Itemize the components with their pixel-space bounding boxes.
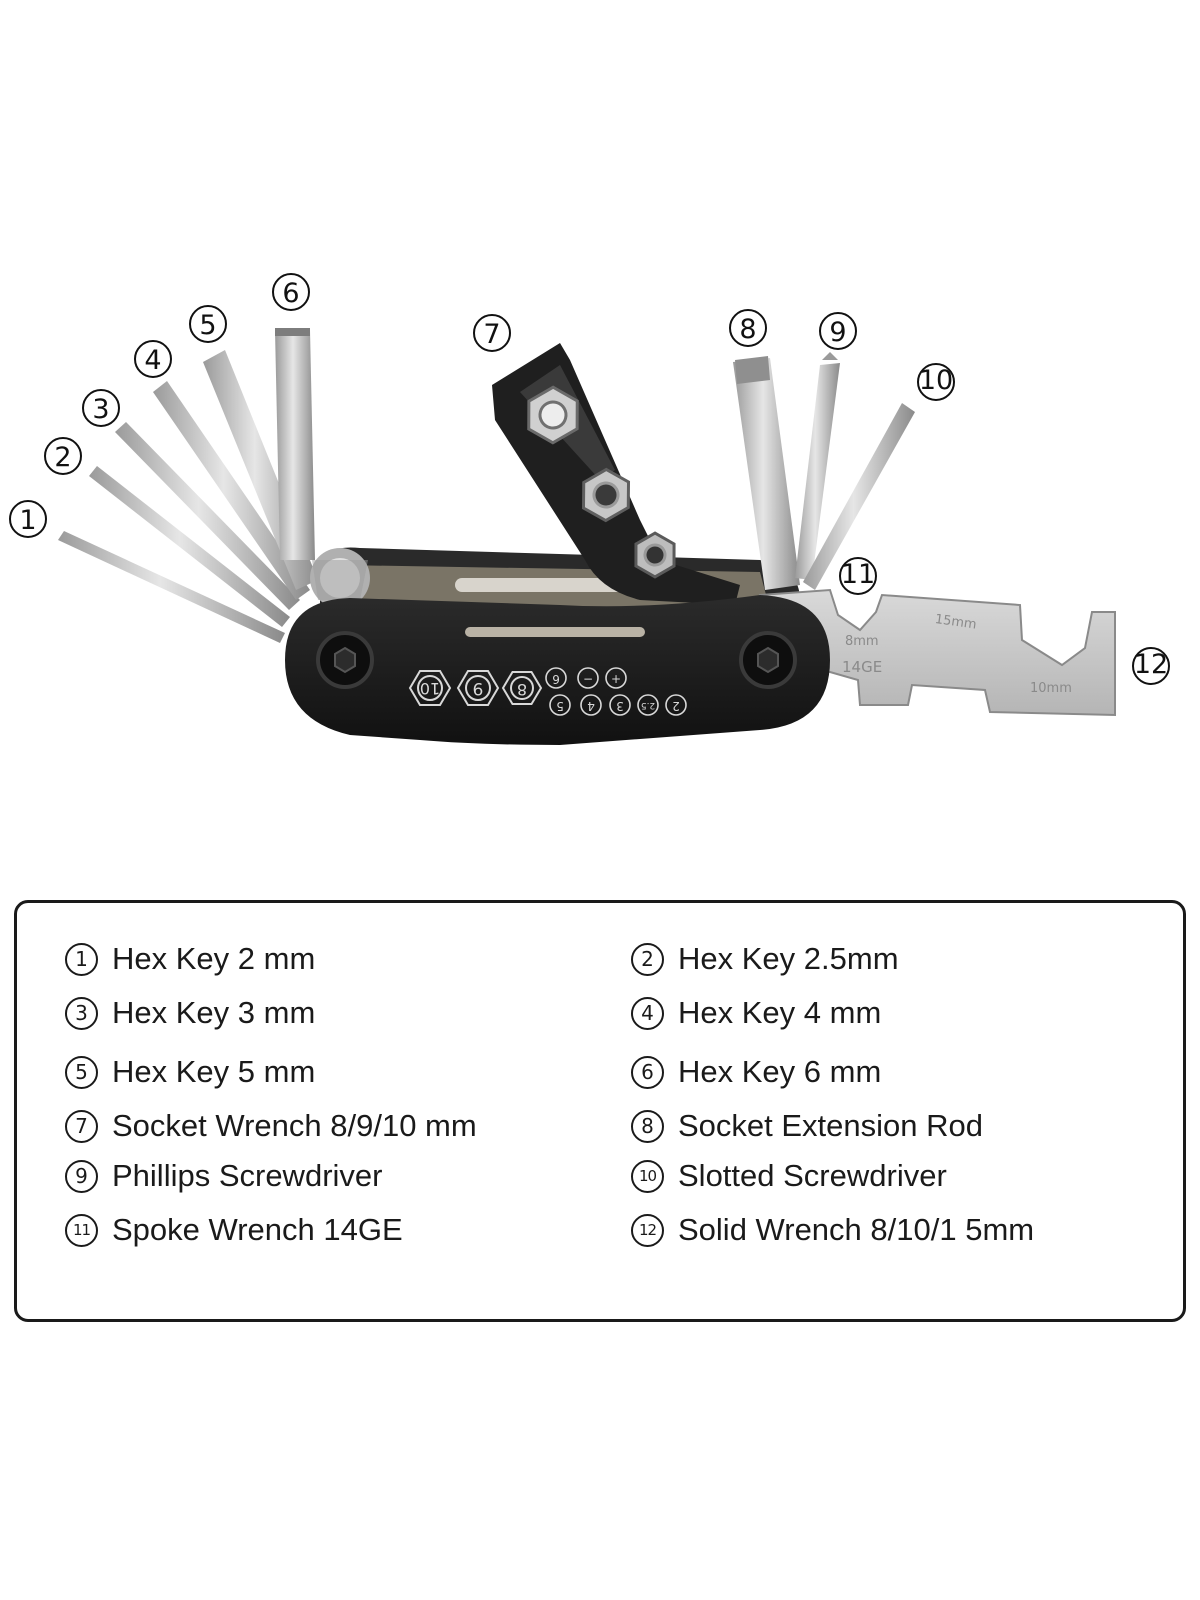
legend-label: Socket Wrench 8/9/10 mm [112, 1108, 477, 1143]
legend-number: 7 [65, 1109, 98, 1143]
svg-text:12: 12 [1134, 649, 1168, 680]
engraved-plus: + [611, 672, 621, 686]
legend-label: Slotted Screwdriver [678, 1158, 947, 1193]
callout-6: 6 [272, 273, 310, 311]
svg-text:6: 6 [282, 278, 299, 309]
engraved-size-6: 6 [552, 672, 560, 686]
callout-2: 2 [44, 437, 82, 475]
legend-label: Hex Key 2.5mm [678, 941, 899, 976]
legend-item: 5 Hex Key 5 mm [65, 1050, 315, 1094]
legend-label: Hex Key 3 mm [112, 995, 316, 1030]
svg-text:1: 1 [19, 505, 36, 536]
right-tools [733, 352, 915, 590]
legend-item: 1 Hex Key 2 mm [65, 937, 315, 981]
phillips-screwdriver [795, 363, 840, 580]
callout-5: 5 [189, 305, 227, 343]
bolt-left [316, 631, 374, 689]
legend-item: 3 Hex Key 3 mm [65, 991, 315, 1035]
legend-number: 3 [65, 996, 98, 1030]
wrench-label-15mm: 15mm [934, 612, 978, 633]
engraved-socket-sizes: 10 9 8 6 − + 2 2.5 [408, 667, 687, 716]
legend-label: Hex Key 5 mm [112, 1054, 316, 1089]
legend-item: 10 Slotted Screwdriver [631, 1154, 947, 1198]
legend-label: Hex Key 2 mm [112, 941, 316, 976]
legend-label: Socket Extension Rod [678, 1108, 984, 1143]
svg-text:9: 9 [829, 317, 846, 348]
legend-number: 6 [631, 1055, 664, 1089]
socket-wrench-arm [492, 343, 740, 605]
wrench-label-14ge: 14GE [842, 658, 882, 676]
legend-item: 9 Phillips Screwdriver [65, 1154, 382, 1198]
legend-number: 9 [65, 1159, 98, 1193]
hex-key-2mm [58, 531, 285, 643]
multitool-illustration: 15mm 14GE 10mm 8mm 10 9 [9, 273, 1170, 745]
wrench-plate: 15mm 14GE 10mm 8mm [758, 588, 1116, 717]
legend-number: 8 [631, 1109, 664, 1143]
legend-item: 8 Socket Extension Rod [631, 1104, 983, 1148]
callout-10: 10 [917, 363, 955, 401]
socket-extension-rod [733, 358, 800, 590]
engraved-size-8: 8 [517, 680, 527, 699]
legend-number: 2 [631, 942, 664, 976]
legend-number: 1 [65, 942, 98, 976]
engraved-minus: − [583, 672, 593, 686]
legend-label: Solid Wrench 8/10/1 5mm [678, 1212, 1035, 1247]
engraved-size-4: 4 [587, 699, 595, 713]
svg-text:2: 2 [54, 442, 71, 473]
tool-body: 10 9 8 6 − + 2 2.5 [285, 595, 830, 745]
legend-number: 5 [65, 1055, 98, 1089]
hex-keys [58, 328, 318, 643]
legend-item: 4 Hex Key 4 mm [631, 991, 881, 1035]
engraved-size-9: 9 [473, 678, 484, 698]
engraved-size-2-5: 2.5 [641, 700, 655, 710]
legend-item: 12 Solid Wrench 8/10/1 5mm [631, 1208, 1034, 1252]
svg-text:3: 3 [92, 394, 109, 425]
callout-4: 4 [134, 340, 172, 378]
legend-number: 4 [631, 996, 664, 1030]
legend-item: 7 Socket Wrench 8/9/10 mm [65, 1104, 477, 1148]
legend-label: Hex Key 6 mm [678, 1054, 882, 1089]
svg-text:5: 5 [199, 310, 216, 341]
legend-box: 1 Hex Key 2 mm 2 Hex Key 2.5mm 3 Hex Key… [14, 900, 1186, 1322]
legend-item: 6 Hex Key 6 mm [631, 1050, 881, 1094]
hex-key-6mm [275, 330, 315, 560]
svg-text:8: 8 [739, 314, 756, 345]
svg-text:11: 11 [841, 559, 875, 590]
engraved-size-10: 10 [420, 679, 440, 698]
legend-item: 2 Hex Key 2.5mm [631, 937, 899, 981]
legend-number: 10 [631, 1159, 664, 1193]
callout-9: 9 [819, 312, 857, 350]
callout-11: 11 [839, 557, 877, 595]
legend-number: 11 [65, 1213, 98, 1247]
legend-label: Spoke Wrench 14GE [112, 1212, 403, 1247]
legend-item: 11 Spoke Wrench 14GE [65, 1208, 403, 1252]
legend-label: Phillips Screwdriver [112, 1158, 383, 1193]
hex-key-2-5mm [89, 466, 290, 627]
engraved-size-3: 3 [616, 699, 624, 713]
wrench-label-10mm: 10mm [1030, 681, 1072, 696]
hex-key-3mm [115, 422, 300, 610]
callout-7: 7 [473, 314, 511, 352]
legend-label: Hex Key 4 mm [678, 995, 882, 1030]
engraved-size-2: 2 [672, 699, 680, 713]
bolt-right [739, 631, 797, 689]
callouts: 1 2 3 4 5 6 7 8 9 10 11 12 [9, 273, 1170, 685]
callout-8: 8 [729, 309, 767, 347]
callout-3: 3 [82, 389, 120, 427]
legend-number: 12 [631, 1213, 664, 1247]
svg-text:7: 7 [483, 319, 500, 350]
slotted-screwdriver [803, 403, 915, 590]
svg-text:4: 4 [144, 345, 161, 376]
svg-text:10: 10 [919, 365, 953, 396]
callout-1: 1 [9, 500, 47, 538]
wrench-label-8mm: 8mm [845, 634, 879, 649]
hex-key-4mm [153, 381, 310, 600]
callout-12: 12 [1132, 647, 1170, 685]
engraved-size-5: 5 [556, 699, 564, 713]
pivot-gear [310, 548, 370, 608]
